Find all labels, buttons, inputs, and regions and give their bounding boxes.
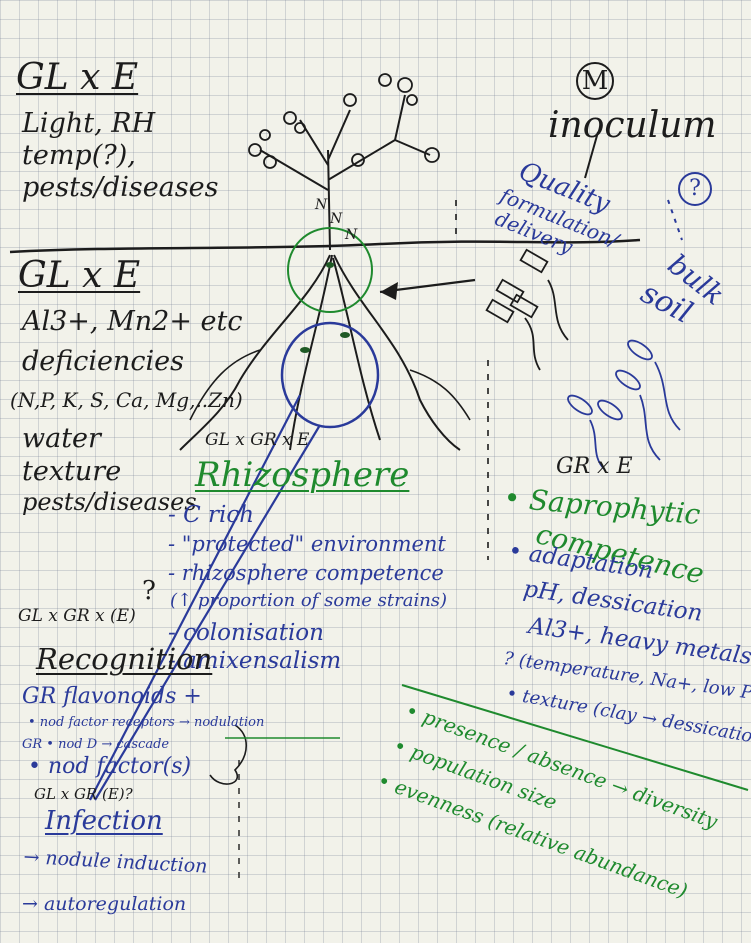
recognition-header: GL x GR x (E) bbox=[18, 606, 136, 626]
glxe-mid-line: deficiencies bbox=[22, 346, 184, 377]
recognition-item: GR • nod D → cascade bbox=[22, 737, 170, 752]
infection-item: → autoregulation bbox=[22, 893, 187, 915]
recognition-item: • nod factor(s) bbox=[28, 754, 192, 779]
recognition-title: Recognition bbox=[36, 642, 213, 676]
glxe-mid-line: (N,P, K, S, Ca, Mg,..Zn) bbox=[10, 388, 243, 412]
glxe-mid-line: pests/diseases bbox=[22, 488, 197, 516]
rhizosphere-item: - colonisation bbox=[168, 620, 324, 646]
inoculum-marker: M bbox=[576, 62, 614, 100]
plant-label: N bbox=[330, 211, 343, 227]
rhizosphere-item: (↑ proportion of some strains) bbox=[170, 590, 448, 611]
glxe-mid-title: GL x E bbox=[18, 255, 141, 296]
plant-label: N bbox=[345, 227, 358, 243]
glxe-mid-line: water bbox=[22, 423, 101, 454]
infection-title: Infection bbox=[45, 806, 163, 836]
glxe-top-line: Light, RH bbox=[22, 108, 156, 139]
recognition-question: ? bbox=[142, 576, 156, 606]
rhizosphere-title: Rhizosphere bbox=[195, 455, 410, 495]
glxe-top-title: GL x E bbox=[16, 57, 139, 98]
glxe-top-line: pests/diseases bbox=[22, 172, 219, 203]
inoculum-question: ? bbox=[678, 172, 712, 206]
rhizosphere-item: - amixensalism bbox=[168, 648, 342, 674]
plant-label: N bbox=[315, 197, 328, 213]
glxe-mid-line: texture bbox=[22, 456, 122, 487]
recognition-item: GR flavonoids + bbox=[22, 684, 202, 709]
glxe-mid-line: Al3+, Mn2+ etc bbox=[22, 306, 243, 337]
recognition-item: • nod factor receptors → nodulation bbox=[28, 715, 265, 730]
inoculum-title: inoculum bbox=[548, 105, 717, 146]
glxe-top-line: temp(?), bbox=[22, 140, 136, 171]
rhizosphere-item: - rhizosphere competence bbox=[168, 561, 444, 585]
infection-header: GL x GR (E)? bbox=[34, 785, 133, 803]
saprophytic-header: GR x E bbox=[556, 454, 633, 479]
rhizosphere-item: - C rich bbox=[168, 502, 255, 528]
rhizosphere-header: GL x GR x E bbox=[205, 430, 310, 450]
rhizosphere-item: - "protected" environment bbox=[168, 532, 446, 556]
